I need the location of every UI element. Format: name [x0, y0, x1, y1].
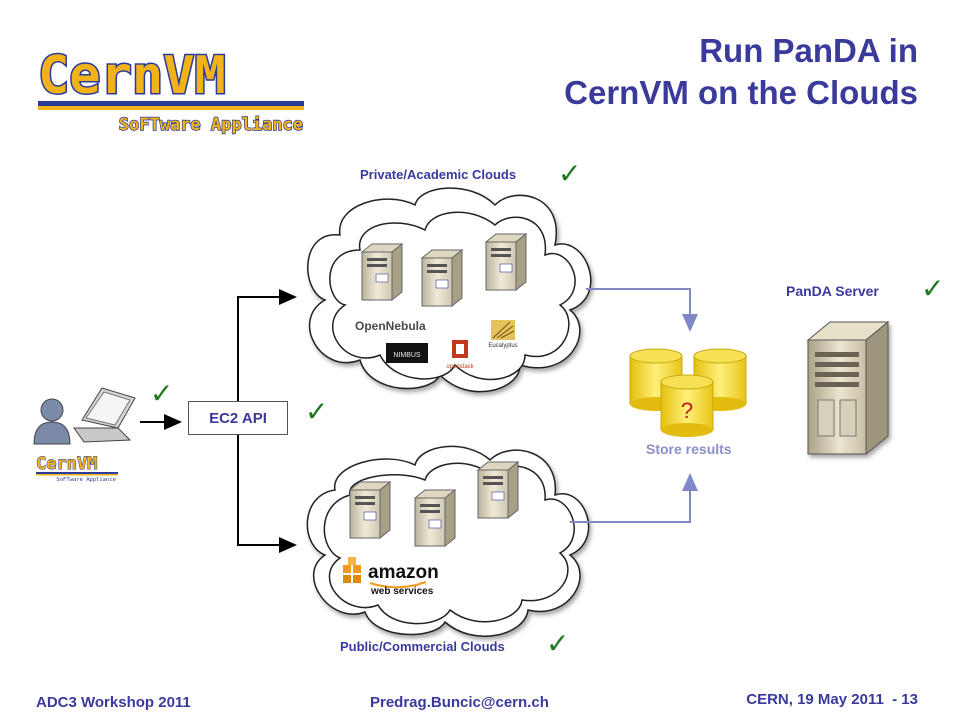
ec2-api-box: EC2 API	[188, 401, 288, 435]
title-line-1: Run PanDA in	[699, 32, 918, 69]
ec2-to-private-arrow	[237, 289, 297, 401]
nimbus-logo-text: NIMBUS	[393, 352, 421, 359]
user-icon	[33, 398, 71, 445]
aws-logo-main: amazon	[368, 562, 439, 583]
aws-smile-icon	[369, 581, 427, 589]
private-clouds-label: Private/Academic Clouds	[360, 167, 517, 182]
private-server-2-icon	[420, 248, 464, 308]
ec2-to-public-arrow	[237, 435, 297, 553]
small-logo-main: CernVM	[36, 454, 97, 474]
store-results-label: Store results	[646, 441, 732, 457]
openstack-logo-text: openstack	[446, 364, 474, 370]
storage-unknown-mark: ?	[681, 398, 693, 423]
slide-title: Run PanDA in CernVM on the Clouds	[564, 30, 918, 114]
public-clouds-label: Public/Commercial Clouds	[340, 639, 505, 654]
panda-server-icon	[806, 320, 890, 456]
user-check-icon: ✓	[150, 377, 174, 410]
private-to-storage-arrow	[586, 288, 698, 332]
ec2-api-check-icon: ✓	[305, 395, 329, 428]
storage-database-icon	[629, 348, 747, 437]
eucalyptus-logo	[491, 320, 515, 340]
panda-server-check-icon: ✓	[921, 272, 945, 305]
private-clouds-check-icon: ✓	[558, 157, 582, 190]
laptop-icon	[73, 387, 136, 443]
logo-main-text: CernVM	[38, 46, 226, 106]
public-clouds-check-icon: ✓	[546, 627, 570, 660]
nimbus-logo	[386, 343, 428, 363]
footer-right: CERN, 19 May 2011 - 13	[746, 691, 918, 708]
public-server-2-icon	[413, 488, 457, 548]
logo-sub-text: SoFTware Appliance	[119, 115, 303, 135]
opennebula-logo: OpenNebula	[355, 319, 426, 333]
eucalyptus-logo-text: Eucalyptus	[488, 343, 517, 349]
public-to-storage-arrow	[570, 473, 698, 523]
panda-server-label: PanDA Server	[786, 283, 879, 299]
aws-logo	[343, 557, 361, 583]
private-server-3-icon	[484, 232, 528, 292]
small-cernvm-logo: CernVM SoFTware Appliance	[36, 454, 118, 483]
footer-center: Predrag.Buncic@cern.ch	[370, 694, 549, 711]
footer-left: ADC3 Workshop 2011	[36, 694, 191, 711]
private-server-1-icon	[360, 242, 404, 302]
title-line-2: CernVM on the Clouds	[564, 74, 918, 111]
cernvm-logo: CernVM SoFTware Appliance	[37, 45, 304, 136]
public-server-1-icon	[348, 480, 392, 540]
small-logo-sub: SoFTware Appliance	[56, 477, 116, 483]
public-server-3-icon	[476, 460, 520, 520]
aws-logo-sub: web services	[370, 586, 434, 597]
